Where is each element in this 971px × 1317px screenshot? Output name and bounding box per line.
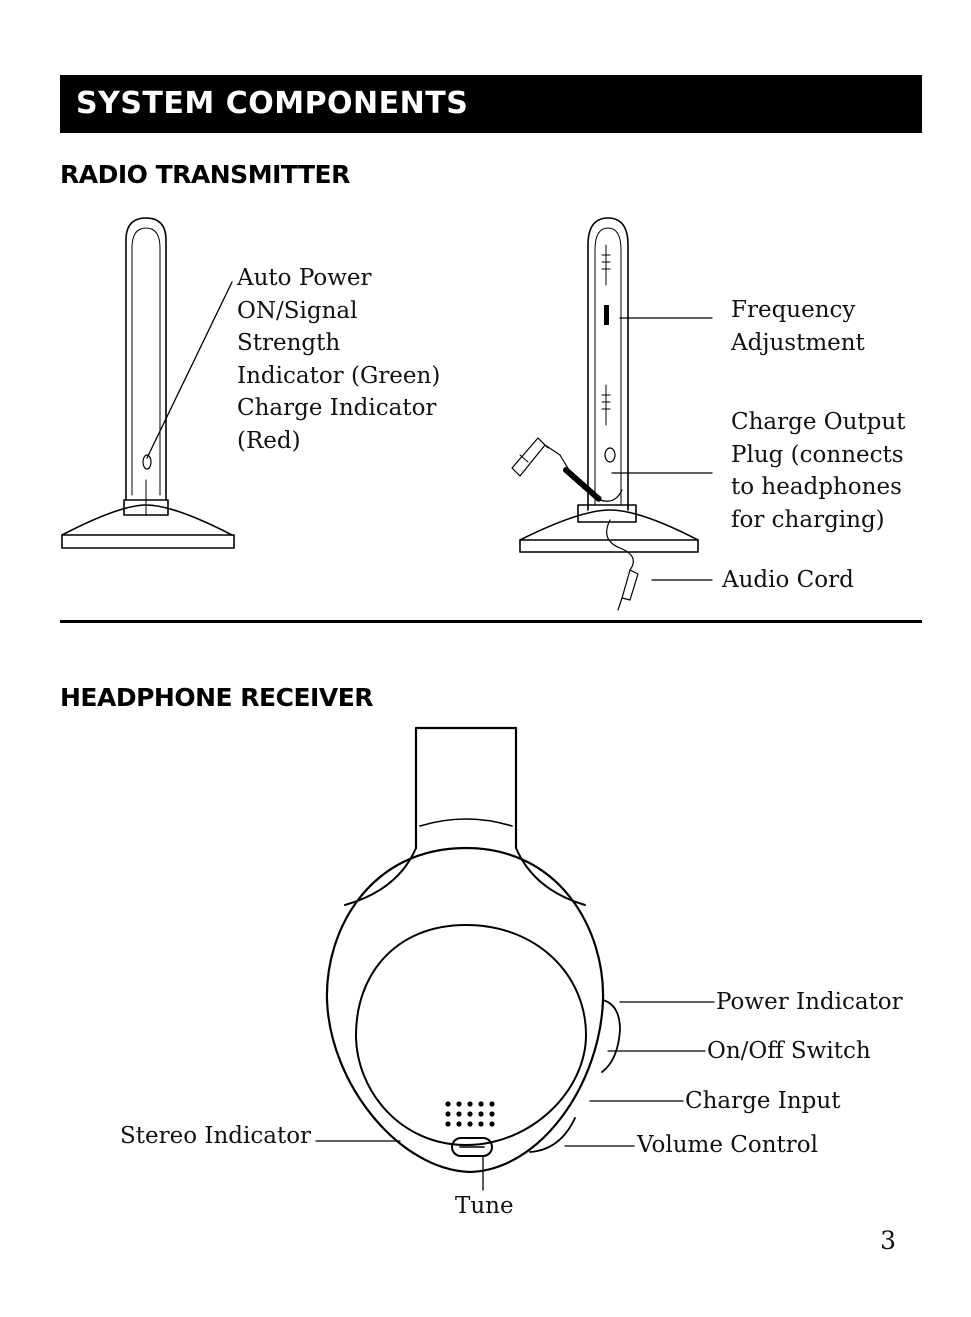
- on-off-switch-label: On/Off Switch: [707, 1038, 871, 1064]
- page-number: 3: [880, 1226, 896, 1255]
- auto-power-label: Auto Power ON/Signal Strength Indicator …: [237, 265, 441, 454]
- section-divider: [60, 620, 922, 623]
- frequency-adjustment-label: Frequency Adjustment: [731, 297, 865, 356]
- charge-output-label: Charge Output Plug (connects to headphon…: [731, 409, 906, 533]
- transmitter-front-illustration: [61, 217, 235, 549]
- audio-cord-label: Audio Cord: [722, 567, 854, 593]
- section-banner: SYSTEM COMPONENTS: [60, 75, 922, 133]
- headphone-receiver-heading: HEADPHONE RECEIVER: [60, 683, 374, 712]
- power-indicator-label: Power Indicator: [716, 989, 903, 1015]
- radio-transmitter-heading: RADIO TRANSMITTER: [60, 160, 350, 189]
- headphone-illustration: [325, 726, 621, 1174]
- volume-control-label: Volume Control: [637, 1132, 818, 1158]
- charge-input-label: Charge Input: [685, 1088, 841, 1114]
- tune-label: Tune: [455, 1193, 514, 1219]
- transmitter-side-illustration: [511, 217, 699, 611]
- stereo-indicator-label: Stereo Indicator: [120, 1123, 312, 1149]
- stereo-dots: [445, 1101, 495, 1127]
- auto-power-leader: [146, 281, 233, 459]
